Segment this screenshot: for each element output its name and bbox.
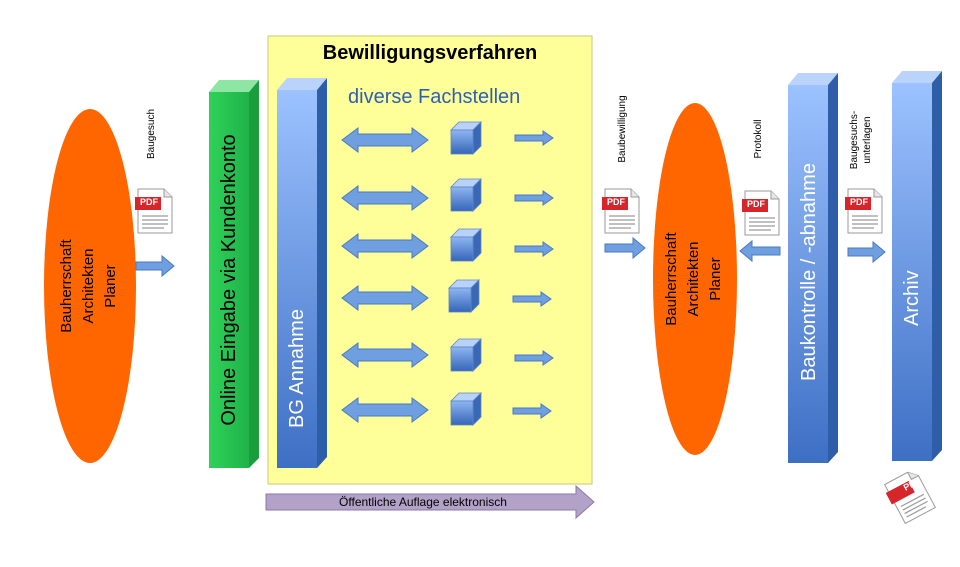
- unterlagen-caption: Baugesuchs- unterlagen: [848, 100, 876, 180]
- department-cube-icon: [450, 121, 482, 155]
- archive-label-text: Archiv: [901, 270, 923, 326]
- pdf-label: PDF: [747, 199, 765, 209]
- department-cube-icon: [450, 228, 482, 262]
- bg-intake-label: BG Annahme: [286, 309, 308, 428]
- applicant-ellipse-left: [44, 109, 136, 463]
- construction-control-column: [788, 85, 828, 463]
- archive-side: [932, 71, 942, 461]
- archive-label: Archiv: [898, 122, 926, 422]
- process-title: Bewilligungsverfahren: [322, 42, 538, 64]
- protokoll-caption: Protokoll: [753, 119, 764, 159]
- bg-intake-side: [317, 78, 327, 468]
- department-cube-icon: [450, 178, 482, 212]
- applicant-ellipse-right: [653, 103, 737, 455]
- baubewilligung-caption: Baubewilligung: [617, 95, 628, 163]
- pdf-label: PDF: [850, 197, 868, 207]
- control-side: [828, 73, 838, 463]
- applicant-line: Architekten: [685, 241, 702, 317]
- caption-line: unterlagen: [862, 116, 873, 164]
- applicant-line: Bauherrschaft: [663, 232, 680, 326]
- pdf-document-icon: [881, 467, 936, 526]
- flow-arrow: [604, 236, 646, 260]
- pdf-document-icon: [134, 188, 173, 234]
- baugesuch-caption: Baugesuch: [146, 108, 157, 160]
- construction-control-label: Baukontrolle / -abnahme: [798, 163, 820, 381]
- pdf-document-icon: [601, 188, 640, 234]
- applicant-line: Architekten: [80, 248, 97, 324]
- archive-top: [892, 71, 942, 83]
- back-arrow: [739, 239, 781, 263]
- flow-arrow: [847, 240, 886, 264]
- public-display-label: Öffentliche Auflage elektronisch: [339, 495, 507, 509]
- public-display-arrow: [265, 484, 595, 520]
- applicant-line: Bauherrschaft: [58, 239, 75, 333]
- online-entry-side: [249, 80, 259, 468]
- applicant-line: Planer: [102, 264, 119, 308]
- applicant-label-left: Bauherrschaft Architekten Planer: [56, 186, 124, 386]
- process-subtitle: diverse Fachstellen: [348, 86, 521, 108]
- applicant-label-right: Bauherrschaft Architekten Planer: [661, 179, 729, 379]
- archive-column: [892, 83, 932, 461]
- pdf-label: PDF: [607, 197, 625, 207]
- caption-line: Baugesuchs-: [849, 110, 860, 170]
- online-entry-block: [209, 92, 249, 468]
- department-cube-icon: [448, 279, 480, 313]
- control-top: [788, 73, 838, 85]
- applicant-line: Planer: [707, 257, 724, 301]
- bg-intake-top: [277, 78, 327, 90]
- online-entry-label: Online Eingabe via Kundenkonto: [218, 134, 240, 426]
- flow-arrow: [135, 254, 175, 278]
- pdf-document-icon: [844, 188, 883, 234]
- department-cube-icon: [450, 338, 482, 372]
- pdf-document-icon: [741, 190, 780, 236]
- bg-intake-column: [277, 90, 317, 468]
- pdf-label: PDF: [140, 197, 158, 207]
- department-cube-icon: [450, 392, 482, 426]
- online-entry-top: [209, 80, 259, 92]
